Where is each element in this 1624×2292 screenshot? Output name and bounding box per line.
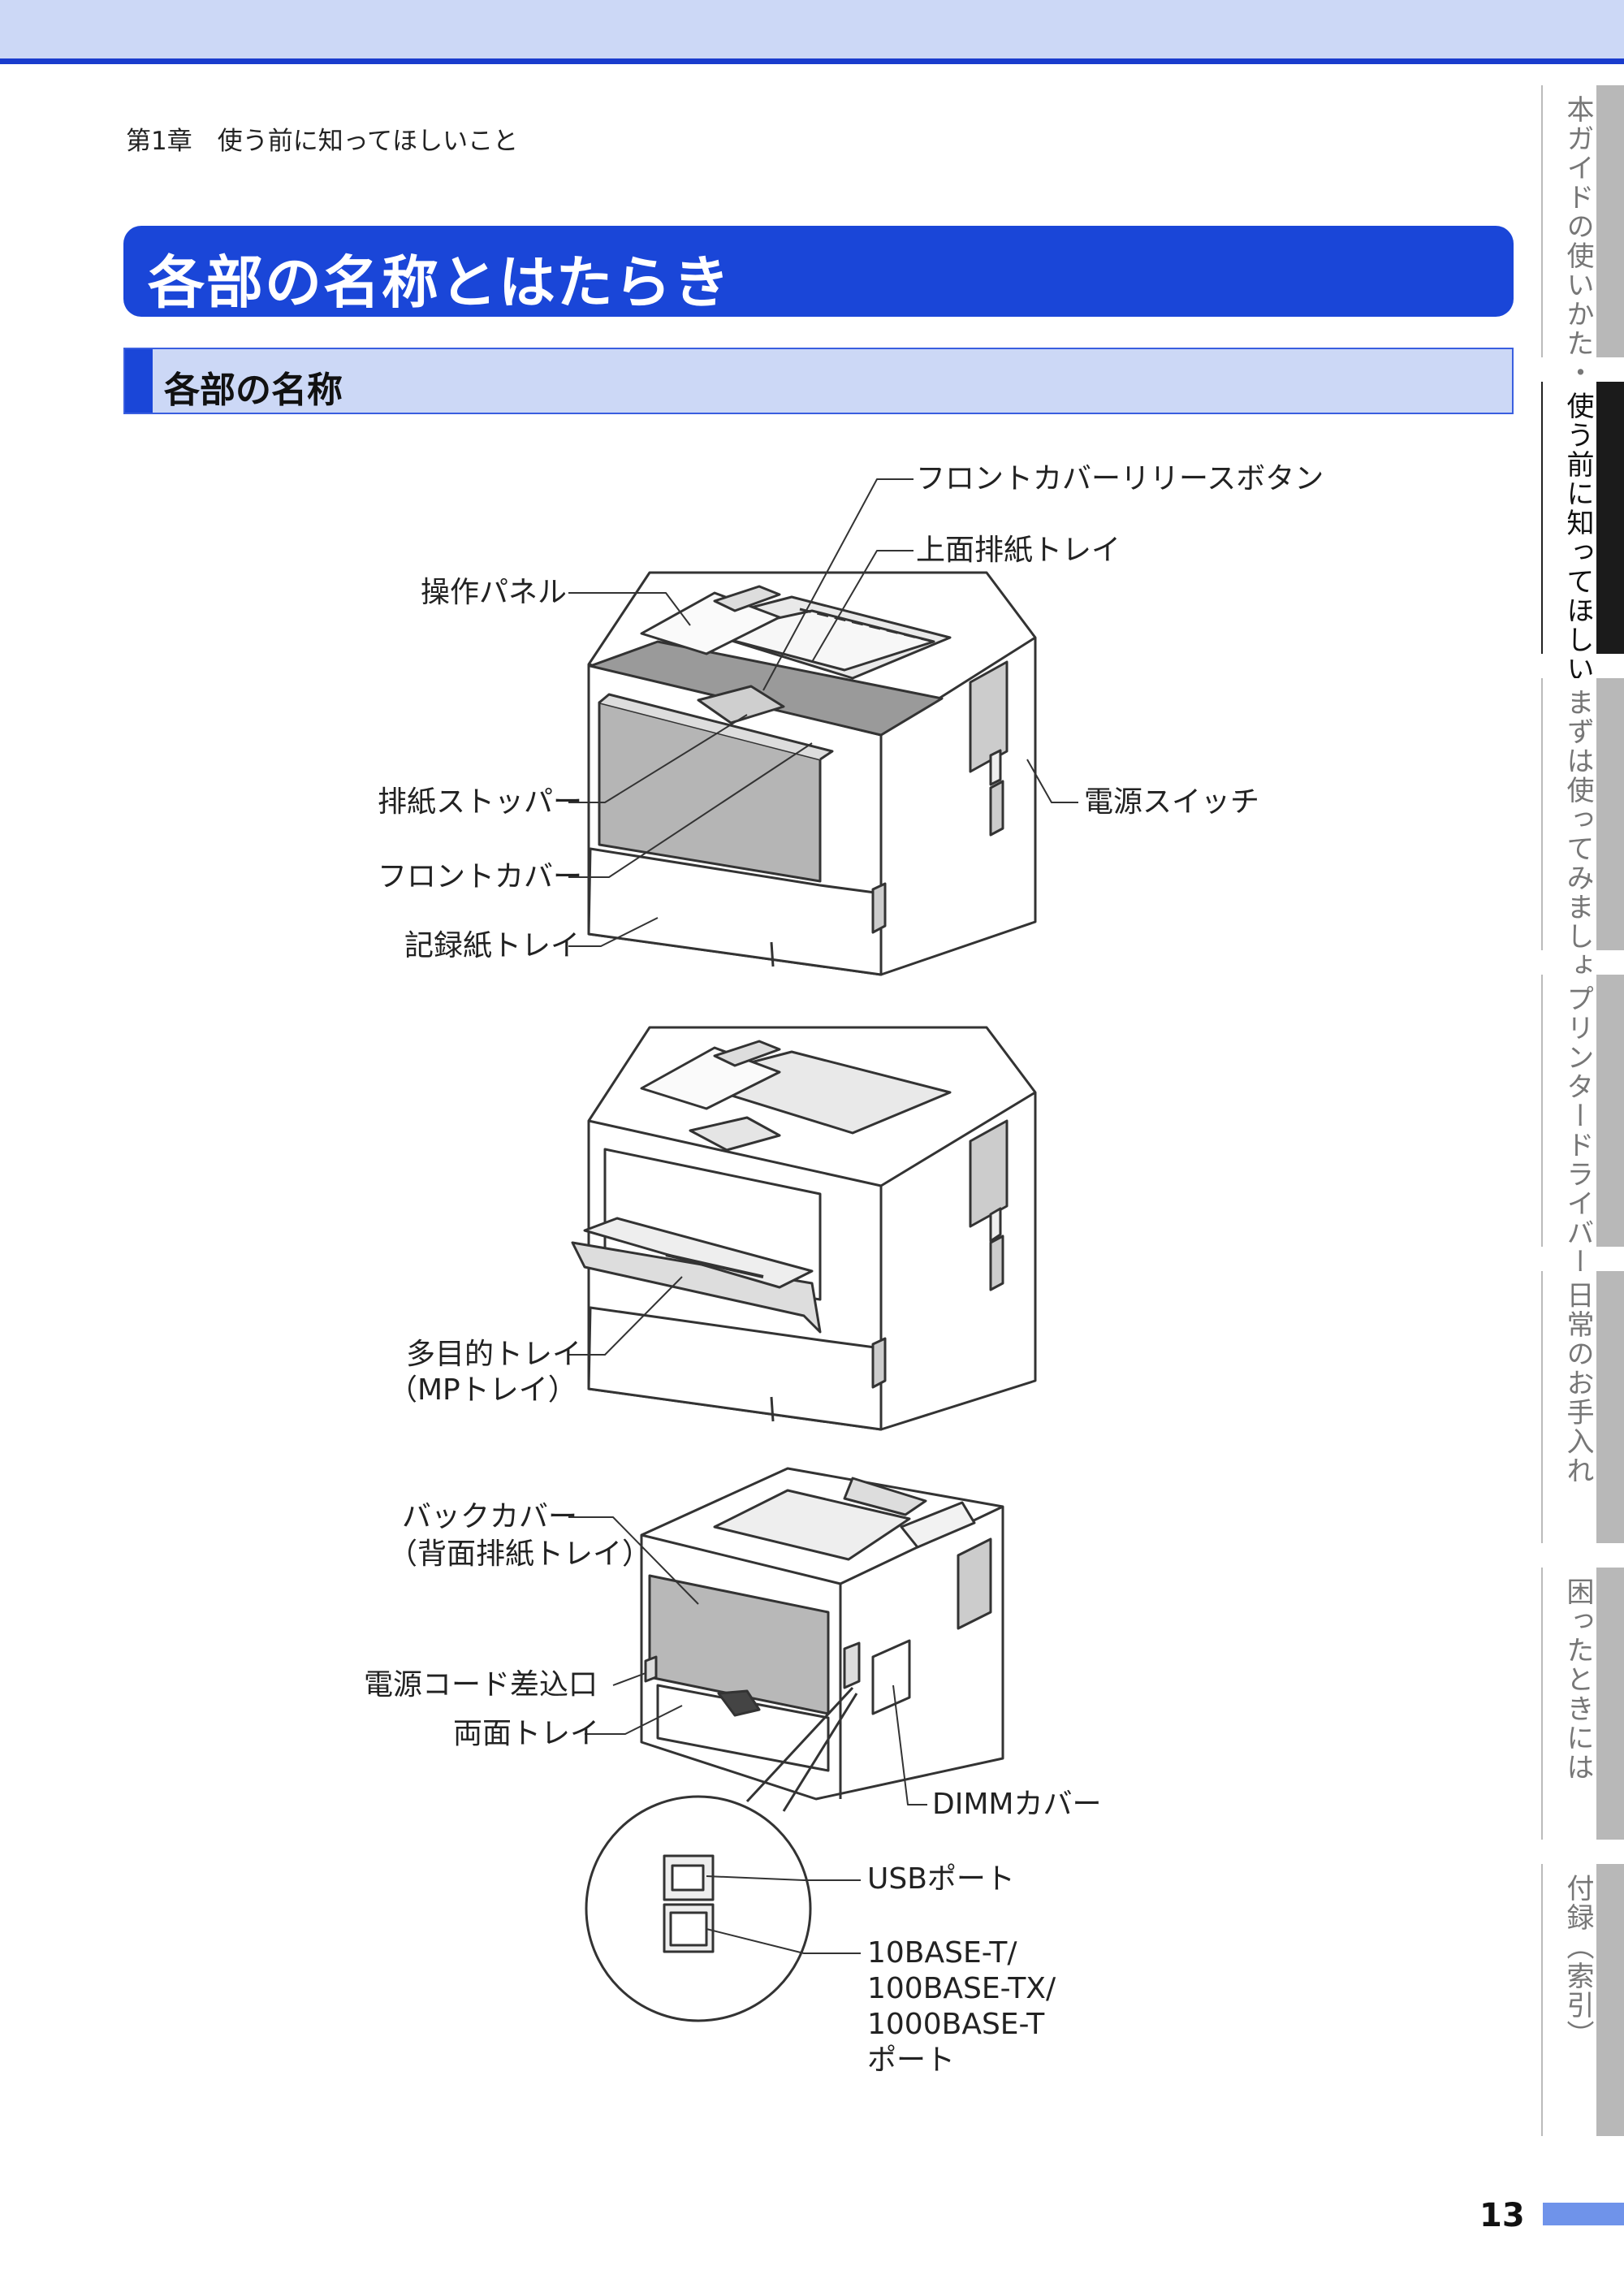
tab-bar [1596,85,1624,357]
tab-getting-started[interactable]: まずは使ってみましょう [1541,678,1624,1010]
tab-bar [1596,1271,1624,1543]
label-lan-port-3: 1000BASE-T [867,2008,1045,2041]
chapter-heading: 第1章 使う前に知ってほしいこと [126,127,519,156]
top-rule [0,58,1624,64]
label-usb-port: USBポート [867,1862,1015,1896]
label-power-inlet: 電源コード差込口 [364,1668,598,1702]
page-number-bar [1543,2203,1624,2225]
label-lan-port-2: 100BASE-TX/ [867,1972,1056,2005]
tab-label: プリンタードライバー [1561,984,1594,1277]
page-title-bar: 各部の名称とはたらき [123,226,1514,317]
tab-bar [1596,678,1624,950]
label-front-cover: フロントカバー [378,860,583,893]
tab-label: 付録（索引） [1561,1874,1594,2049]
label-lan-port-4: ポート [867,2043,956,2077]
label-dimm-cover: DIMMカバー [932,1788,1102,1821]
tab-troubleshooting[interactable]: 困ったときには [1541,1568,1624,1840]
label-back-cover: バックカバー [402,1500,578,1533]
label-back-cover-sub: （背面排紙トレイ） [388,1537,652,1571]
tab-bar [1596,1864,1624,2136]
tab-label: 困ったときには [1561,1577,1594,1782]
section-title: 各部の名称 [164,370,343,411]
tab-printer-driver[interactable]: プリンタードライバー [1541,975,1624,1277]
top-band [0,0,1624,58]
label-output-stopper: 排紙ストッパー [378,785,583,819]
leader-lines [568,478,1078,1954]
label-control-panel: 操作パネル [421,576,568,609]
section-heading-bar: 各部の名称 [123,348,1514,414]
label-lan-port-1: 10BASE-T/ [867,1936,1017,1970]
tab-bar [1596,1568,1624,1840]
label-power-switch: 電源スイッチ [1084,785,1260,819]
tab-appendix[interactable]: 付録（索引） [1541,1864,1624,2136]
label-mp-tray-sub: （MPトレイ） [388,1373,577,1407]
tab-bar [1596,382,1624,654]
label-paper-tray: 記録紙トレイ [404,929,581,962]
printer-rear-illustration [640,1467,1004,1812]
label-mp-tray: 多目的トレイ [406,1338,582,1371]
port-zoom-circle [585,1795,812,2022]
section-accent [125,349,153,413]
printer-mp-tray-illustration [571,1026,1037,1431]
tab-before-use[interactable]: 使う前に知ってほしいこと [1541,382,1624,742]
label-front-cover-release-button: フロントカバーリリースボタン [916,462,1324,495]
tab-guide-contents[interactable]: 本ガイドの使いかた・目次 [1541,85,1624,446]
label-top-output-tray: 上面排紙トレイ [916,534,1121,567]
tab-bar [1596,975,1624,1247]
page-number: 13 [1479,2197,1525,2234]
tab-label: まずは使ってみましょう [1561,688,1594,1010]
page-title: 各部の名称とはたらき [148,249,732,316]
tab-maintenance[interactable]: 日常のお手入れ [1541,1271,1624,1543]
label-duplex-tray: 両面トレイ [453,1717,600,1750]
tab-label: 日常のお手入れ [1561,1281,1594,1485]
printer-front-illustration [587,571,1037,976]
